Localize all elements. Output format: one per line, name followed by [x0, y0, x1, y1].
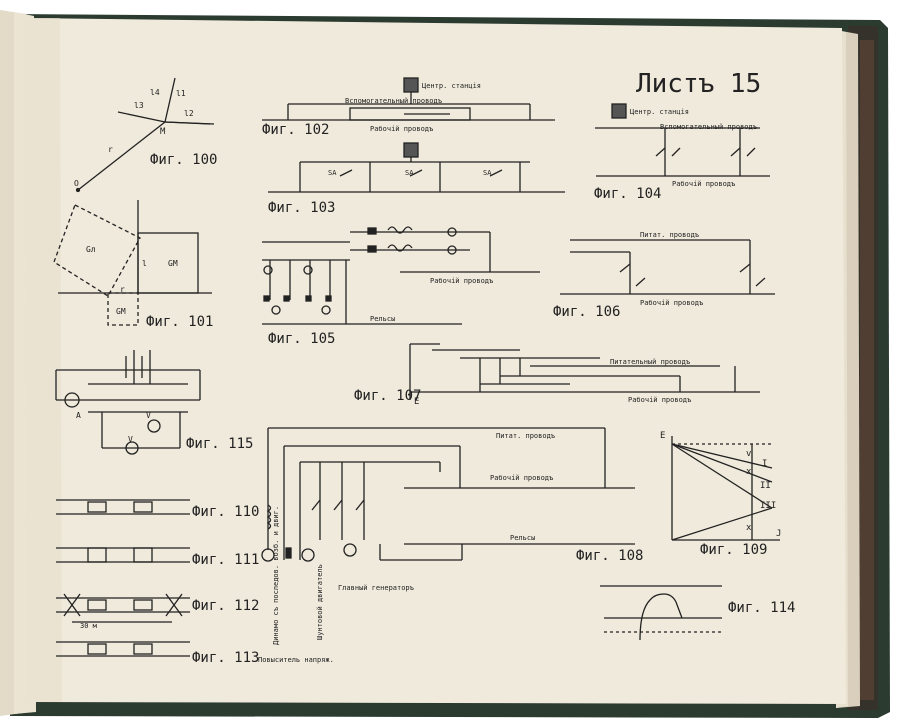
central-station-label: Центр. станція	[422, 82, 481, 90]
j-axis-label-109: J	[776, 529, 781, 539]
l3-label-100: l3	[134, 101, 144, 110]
fig-102-label: Фиг. 102	[262, 122, 329, 138]
fig-105-label: Фиг. 105	[268, 331, 335, 347]
fig-100-diagram	[75, 77, 215, 193]
auxiliary-wire-label: Вспомогательный проводъ	[345, 97, 442, 105]
feeder-label-106: Питат. проводъ	[640, 231, 699, 239]
roman-three-label: III	[760, 501, 776, 511]
fig-114-label: Фиг. 114	[728, 600, 795, 616]
working-wire-label-107: Рабочій проводъ	[628, 396, 691, 404]
fig-111-diagram	[56, 547, 190, 563]
rails-label-108: Рельсы	[510, 534, 535, 542]
roman-two-label: II	[760, 481, 771, 491]
v-label-109: v	[746, 449, 751, 459]
fig-111-label: Фиг. 111	[192, 552, 259, 568]
e-axis-label-109: E	[660, 431, 665, 441]
m-label-100: M	[160, 127, 166, 137]
l-label-101: l	[142, 259, 147, 268]
fig-104-diagram	[595, 103, 770, 177]
working-wire-label-108: Рабочій проводъ	[490, 474, 553, 482]
l2-label-100: l2	[184, 109, 194, 118]
fig-115-diagram	[55, 350, 201, 455]
l4-label-100: l4	[150, 88, 160, 97]
fig-108-label: Фиг. 108	[576, 548, 643, 564]
fig-106-diagram	[560, 239, 775, 295]
fig-110-label: Фиг. 110	[192, 504, 259, 520]
auxiliary-wire-label-104: Вспомогательный проводъ	[660, 123, 757, 131]
fig-113-label: Фиг. 113	[192, 650, 259, 666]
fig-102-diagram	[262, 77, 555, 121]
a-label-115: A	[76, 411, 81, 420]
x2-label-109: x	[746, 523, 752, 533]
fig-104-label: Фиг. 104	[594, 186, 661, 202]
x1-label-109: x	[746, 467, 752, 477]
fig-109-label: Фиг. 109	[700, 542, 767, 558]
shunt-motor-label: Шунтовой двигатель	[316, 564, 324, 640]
roman-one-label: I	[762, 459, 767, 469]
l1-label-100: l1	[176, 89, 186, 98]
r-label-101: r	[120, 285, 125, 294]
fig-100-label: Фиг. 100	[150, 152, 217, 168]
fig-109-diagram	[671, 436, 780, 541]
fig-107-label: Фиг. 107	[354, 388, 421, 404]
g2-label-101: GM	[168, 259, 178, 268]
fig-105-diagram	[262, 226, 540, 325]
working-wire-label: Рабочій проводъ	[370, 125, 433, 133]
sa-label-3: SA	[483, 169, 492, 177]
fig-103-diagram	[268, 142, 565, 193]
fig-101-label: Фиг. 101	[146, 314, 213, 330]
fig-113-diagram	[56, 641, 190, 657]
e-label-107: E	[414, 397, 419, 407]
booster-label: Повыситель напряж.	[258, 656, 334, 664]
feeder-label-108: Питат. проводъ	[496, 432, 555, 440]
central-station-label-104: Центр. станція	[630, 108, 689, 116]
fig-114-diagram	[600, 585, 722, 641]
fig-108-diagram	[261, 427, 635, 562]
g3-label-101: GM	[116, 307, 126, 316]
v2-label-115: V	[146, 411, 151, 420]
sa-label-2: SA	[405, 169, 414, 177]
fig-115-label: Фиг. 115	[186, 436, 253, 452]
main-generator-label: Главный генераторъ	[338, 584, 414, 592]
r-label-100: r	[108, 145, 113, 154]
rails-label-105: Рельсы	[370, 315, 395, 323]
page	[24, 18, 846, 704]
fig-103-label: Фиг. 103	[268, 200, 335, 216]
g1-label-101: Gл	[86, 245, 96, 254]
feeder-label-107: Питательный проводъ	[610, 358, 690, 366]
fig-101-diagram	[53, 200, 212, 326]
sheet-title: Листъ 15	[636, 69, 761, 99]
dynamo-series-label: Динамо съ последов. возб. и двиг.	[272, 506, 280, 645]
working-wire-label-105: Рабочій проводъ	[430, 277, 493, 285]
o-label-100: O	[74, 179, 79, 188]
sa-label-1: SA	[328, 169, 337, 177]
fig-106-label: Фиг. 106	[553, 304, 620, 320]
spacing-label-112: 30 м	[80, 622, 98, 630]
fig-112-diagram	[56, 593, 190, 623]
v-label-115: V	[128, 435, 133, 444]
working-wire-label-104: Рабочій проводъ	[672, 180, 735, 188]
drawings	[53, 77, 780, 657]
fig-112-label: Фиг. 112	[192, 598, 259, 614]
fig-107-diagram	[409, 343, 760, 400]
fig-110-diagram	[56, 499, 190, 515]
working-wire-label-106: Рабочій проводъ	[640, 299, 703, 307]
